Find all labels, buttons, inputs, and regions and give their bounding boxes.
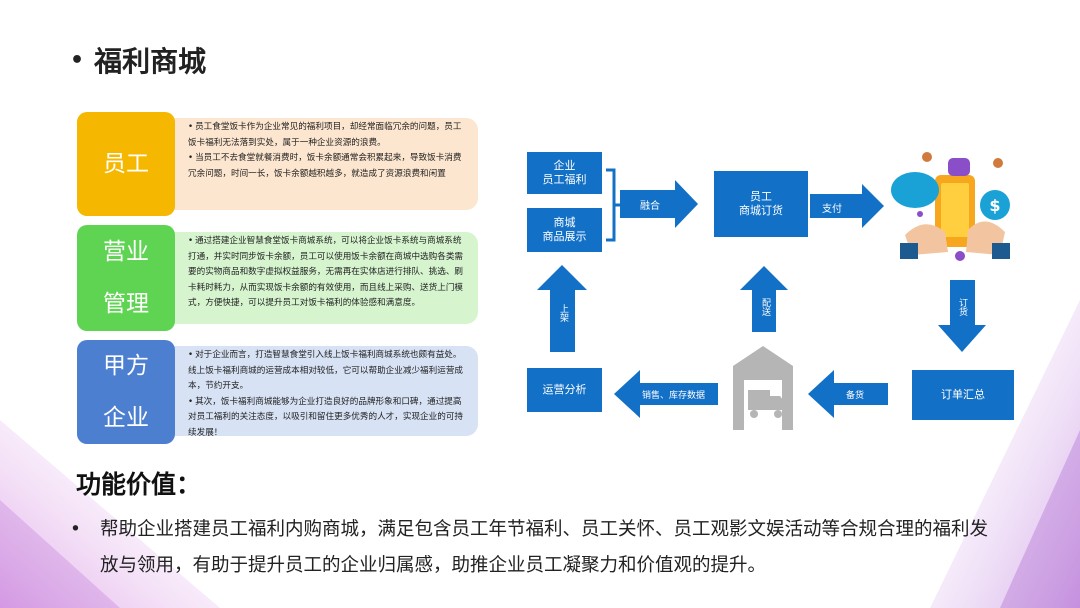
category-label: 管理 (103, 291, 149, 317)
box-order-summary: 订单汇总 (912, 370, 1014, 420)
company-desc-2: 其次，饭卡福利商城能够为企业打造良好的品牌形象和口碑，通过提高对员工福利的关注态… (188, 395, 470, 442)
pay-label: 支付 (822, 204, 842, 215)
operation-description: 通过搭建企业智慧食堂饭卡商城系统，可以将企业饭卡系统与商城系统打通，并实时同步饭… (160, 232, 478, 324)
delivery-label: 配送 (760, 298, 770, 316)
category-label: 营业 (103, 239, 149, 265)
warehouse-truck-icon (733, 346, 793, 430)
order-arrow (938, 280, 986, 352)
company-description: 对于企业而言，打造智慧食堂引入线上饭卡福利商城系统也颇有益处。线上饭卡福利商城的… (160, 346, 478, 438)
merge-arrow (620, 180, 698, 228)
page-title: • 福利商城 (70, 40, 206, 80)
merge-label: 融合 (640, 201, 660, 212)
merge-bracket (606, 168, 622, 242)
bullet-dot: • (70, 519, 81, 540)
category-client-company: 甲方 企业 (77, 340, 175, 444)
employee-desc-1: 员工食堂饭卡作为企业常见的福利项目，却经常面临冗余的问题，员工饭卡福利无法落到实… (188, 120, 470, 151)
box-goods-display: 商城 商品展示 (527, 208, 602, 252)
box-operation-analysis: 运营分析 (527, 368, 602, 412)
payment-illustration-icon: $ (891, 152, 1010, 261)
svg-text:$: $ (989, 196, 1000, 215)
operation-desc-1: 通过搭建企业智慧食堂饭卡商城系统，可以将企业饭卡系统与商城系统打通，并实时同步饭… (188, 234, 470, 312)
section-title: 功能价值： (76, 470, 202, 499)
delivery-arrow (740, 266, 788, 332)
value-bullet-text: 帮助企业搭建员工福利内购商城，满足包含员工年节福利、员工关怀、员工观影文娱活动等… (100, 519, 989, 576)
bullet-dot: • (70, 47, 85, 73)
employee-desc-2: 当员工不去食堂就餐消费时，饭卡余额通常会积累起来，导致饭卡消费冗余问题，时间一长… (188, 151, 470, 182)
sales-data-label: 销售、库存数据 (642, 391, 706, 401)
box-employee-welfare: 企业 员工福利 (527, 152, 602, 194)
box-employee-order: 员工 商城订货 (714, 171, 808, 237)
page-title-text: 福利商城 (94, 45, 207, 78)
category-business-management: 营业 管理 (77, 225, 175, 331)
category-label: 员工 (103, 151, 149, 177)
category-employee: 员工 (77, 112, 175, 216)
order-label: 订货 (957, 298, 967, 316)
company-desc-1: 对于企业而言，打造智慧食堂引入线上饭卡福利商城系统也颇有益处。线上饭卡福利商城的… (188, 348, 470, 395)
stock-label: 备货 (846, 391, 865, 401)
upload-label: 上架 (558, 304, 568, 322)
category-label: 甲方 (103, 353, 149, 379)
sales-data-arrow (614, 370, 718, 418)
upload-arrow (537, 265, 587, 352)
value-bullet: • 帮助企业搭建员工福利内购商城，满足包含员工年节福利、员工关怀、员工观影文娱活… (70, 512, 990, 584)
employee-description: 员工食堂饭卡作为企业常见的福利项目，却经常面临冗余的问题，员工饭卡福利无法落到实… (160, 118, 478, 210)
pay-arrow (810, 184, 884, 228)
category-label: 企业 (103, 405, 149, 431)
stock-arrow (808, 370, 888, 418)
